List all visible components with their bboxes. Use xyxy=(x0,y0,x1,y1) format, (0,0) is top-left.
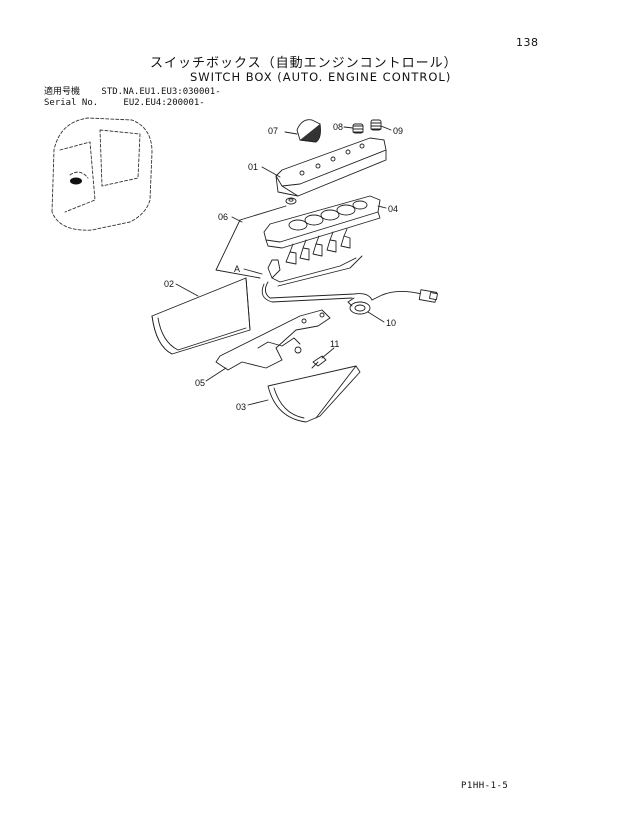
callout-02: 02 xyxy=(164,279,174,289)
page-title-english: SWITCH BOX (AUTO. ENGINE CONTROL) xyxy=(190,70,452,84)
callout-07: 07 xyxy=(268,126,278,136)
wire-harness xyxy=(261,281,438,303)
detail-a-leader xyxy=(243,268,263,275)
footer-page-code: P1HH-1-5 xyxy=(461,781,509,791)
serial-row-2: Serial No. EU2.EU4:200001- xyxy=(44,98,221,109)
page-title-japanese: スイッチボックス（自動エンジンコントロール） xyxy=(150,56,458,71)
page-number: 138 xyxy=(516,36,539,49)
switch-assembly xyxy=(267,228,363,287)
cab-location-sketch xyxy=(51,117,153,231)
serial-range-1: STD.NA.EU1.EU3:030001- xyxy=(101,87,221,97)
serial-range-2: EU2.EU4:200001- xyxy=(123,98,205,108)
serial-row-1: 適用号機 STD.NA.EU1.EU3:030001- xyxy=(44,87,221,98)
callout-04: 04 xyxy=(388,204,398,214)
callout-06: 06 xyxy=(218,212,228,222)
callout-08: 08 xyxy=(333,122,343,132)
serial-label-english: Serial No. xyxy=(44,98,99,108)
callout-09: 09 xyxy=(393,126,403,136)
callout-03: 03 xyxy=(236,402,246,412)
serial-applicability: 適用号機 STD.NA.EU1.EU3:030001- Serial No. E… xyxy=(44,87,221,109)
part-10-clip xyxy=(347,297,385,323)
callout-05: 05 xyxy=(195,378,205,388)
callout-10: 10 xyxy=(386,318,396,328)
part-06-leader xyxy=(215,205,287,279)
part-02-lower-cover xyxy=(151,277,251,355)
callout-11: 11 xyxy=(330,339,339,349)
serial-label-japanese: 適用号機 xyxy=(44,87,81,97)
cab-switch-marker xyxy=(70,177,82,185)
part-08-knob xyxy=(343,123,364,134)
part-03-side-cover xyxy=(247,365,361,423)
callout-a: A xyxy=(234,264,240,274)
part-07-knob xyxy=(284,119,321,143)
part-04-switch-plate xyxy=(263,195,387,249)
part-05-bracket xyxy=(205,309,331,382)
callout-01: 01 xyxy=(248,162,258,172)
washer xyxy=(285,197,297,205)
part-09-knob xyxy=(370,119,392,131)
part-11-screw xyxy=(311,347,335,369)
part-01-cover xyxy=(261,137,387,197)
